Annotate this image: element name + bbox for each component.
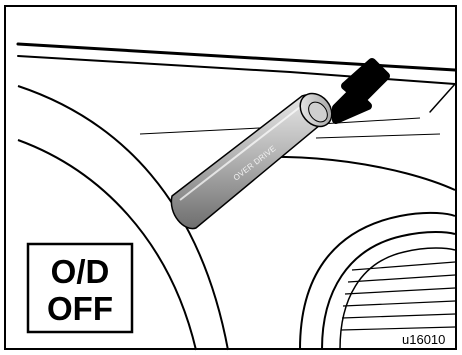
indicator-line-1: O/D bbox=[51, 253, 110, 290]
figure-code: u16010 bbox=[402, 332, 445, 347]
od-off-indicator: O/D OFF bbox=[28, 244, 132, 332]
indicator-line-2: OFF bbox=[47, 290, 113, 327]
